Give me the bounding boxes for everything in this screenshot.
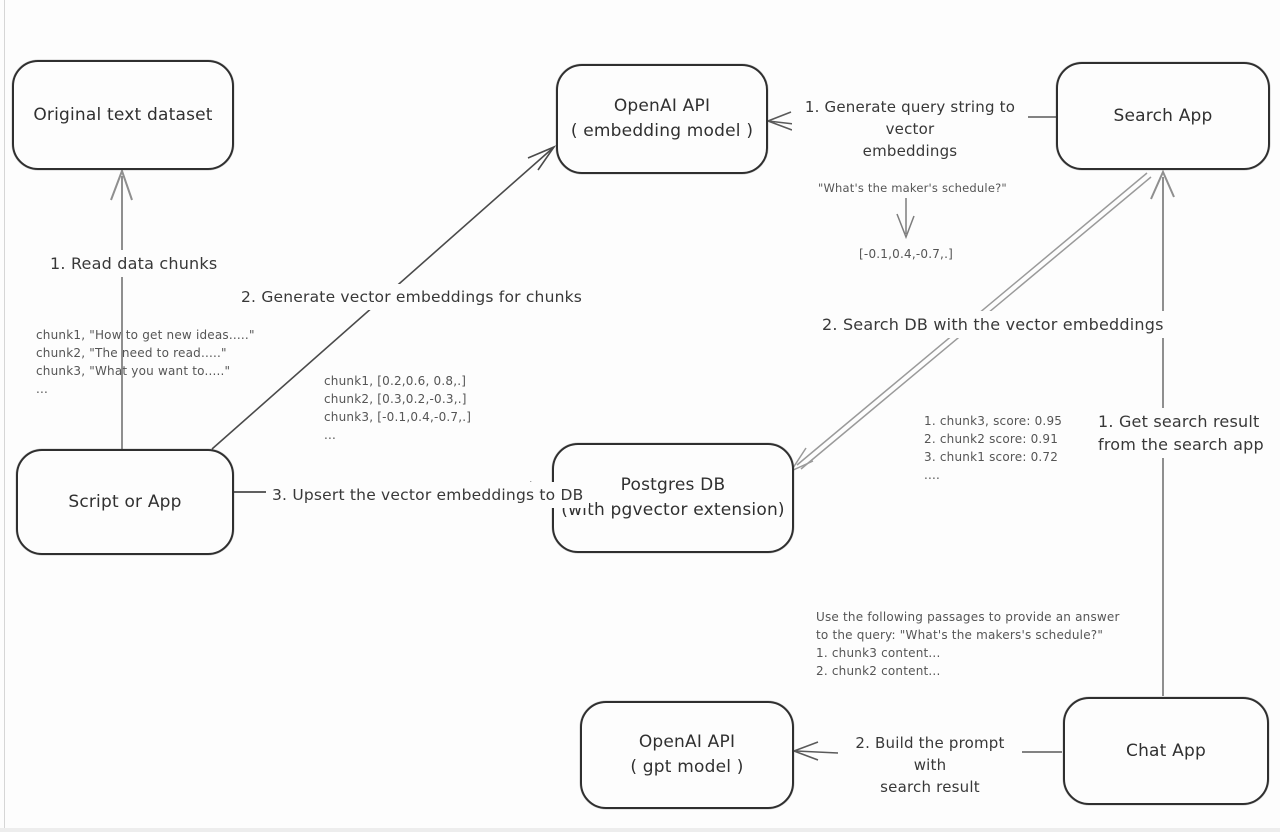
node-label-line2: ( embedding model ) — [570, 121, 754, 141]
annotation-raw-chunks: chunk1, "How to get new ideas....." chun… — [36, 326, 255, 398]
annotation-line: chunk3, "What you want to....." — [36, 364, 231, 378]
annotation-line: chunk3, [-0.1,0.4,-0.7,.] — [324, 410, 472, 424]
node-label-line1: OpenAI API — [613, 96, 711, 117]
node-label-line2: (with pgvector extension) — [561, 500, 785, 520]
annotation-line: 3. chunk1 score: 0.72 — [924, 450, 1059, 464]
node-label: Chat App — [1126, 740, 1206, 761]
arrow-read-chunks — [110, 168, 133, 449]
edge-label-read-chunks: 1. Read data chunks — [44, 250, 224, 278]
annotation-line: .... — [924, 468, 941, 482]
node-openai-api-gpt: OpenAI API ( gpt model ) — [580, 701, 794, 809]
annotation-line: 2. chunk2 content... — [816, 664, 941, 678]
annotation-prompt-example: Use the following passages to provide an… — [816, 608, 1120, 680]
edge-label-upsert: 3. Upsert the vector embeddings to DB — [266, 482, 590, 509]
annotation-line: 1. chunk3 content... — [816, 646, 941, 660]
node-original-text-dataset: Original text dataset — [12, 60, 234, 170]
node-label: Original text dataset — [33, 104, 213, 125]
annotation-query-string: "What's the maker's schedule?" — [818, 181, 1007, 195]
annotation-chunk-vectors: chunk1, [0.2,0.6, 0.8,.] chunk2, [0.3,0.… — [324, 372, 471, 444]
annotation-line: chunk1, [0.2,0.6, 0.8,.] — [324, 374, 467, 388]
page-edge-line — [4, 0, 5, 832]
node-label-line2: ( gpt model ) — [630, 757, 744, 777]
edge-label-get-result: 1. Get search result from the search app — [1092, 408, 1270, 459]
annotation-line: to the query: "What's the makers's sched… — [816, 628, 1104, 642]
node-label-line1: Postgres DB — [620, 475, 726, 496]
node-script-or-app: Script or App — [16, 449, 234, 555]
node-search-app: Search App — [1056, 62, 1270, 170]
node-label: Script or App — [68, 491, 182, 512]
edge-label-line2: search result — [880, 777, 980, 796]
edge-label-build-prompt: 2. Build the prompt with search result — [838, 731, 1022, 801]
query-to-vector-mini-arrow — [896, 198, 915, 240]
edge-label-line2: embeddings — [862, 141, 958, 160]
annotation-line: chunk2, [0.3,0.2,-0.3,.] — [324, 392, 467, 406]
page-bottom-strip — [0, 828, 1280, 832]
annotation-line: chunk2, "The need to read....." — [36, 346, 227, 360]
annotation-line: ... — [36, 382, 49, 396]
node-openai-api-embedding: OpenAI API ( embedding model ) — [556, 64, 768, 174]
annotation-line: ... — [324, 428, 337, 442]
annotation-search-scores: 1. chunk3, score: 0.95 2. chunk2 score: … — [924, 412, 1062, 484]
edge-label-generate-embeddings: 2. Generate vector embeddings for chunks — [235, 284, 589, 311]
edge-label-line1: 1. Generate query string to vector — [804, 98, 1016, 138]
node-postgres-db: Postgres DB (with pgvector extension) — [552, 443, 794, 553]
edge-label-query-to-vector: 1. Generate query string to vector embed… — [792, 95, 1028, 165]
edge-label-line1: 2. Build the prompt with — [855, 734, 1005, 774]
edge-label-line2: from the search app — [1098, 435, 1264, 455]
annotation-line: chunk1, "How to get new ideas....." — [36, 328, 255, 342]
annotation-line: Use the following passages to provide an… — [816, 610, 1120, 624]
edge-label-search-db: 2. Search DB with the vector embeddings — [816, 311, 1170, 339]
node-chat-app: Chat App — [1063, 697, 1269, 805]
annotation-query-vector: [-0.1,0.4,-0.7,.] — [859, 247, 953, 261]
node-label: Search App — [1113, 105, 1213, 126]
edge-label-line1: 1. Get search result — [1098, 412, 1260, 431]
annotation-line: 2. chunk2 score: 0.91 — [924, 432, 1059, 446]
node-label-line1: OpenAI API — [638, 732, 736, 753]
annotation-line: 1. chunk3, score: 0.95 — [924, 414, 1063, 428]
